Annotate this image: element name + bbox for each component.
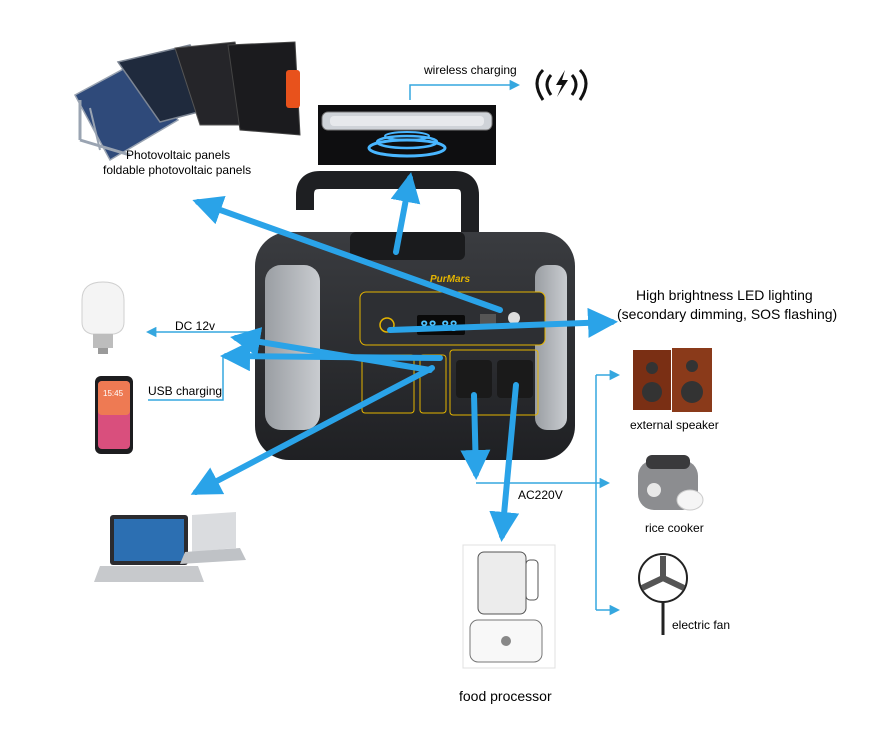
arrow-to-wireless bbox=[390, 172, 421, 255]
power-station-illustration bbox=[255, 171, 575, 460]
speaker-label: external speaker bbox=[630, 418, 719, 432]
rice-cooker-label: rice cooker bbox=[645, 521, 704, 535]
arrow-usb bbox=[220, 341, 443, 372]
food-processor-illustration bbox=[462, 544, 556, 669]
wireless-charging-illustration bbox=[318, 105, 496, 165]
dc-label: DC 12v bbox=[175, 319, 215, 333]
brand-logo: PurMars bbox=[430, 274, 470, 285]
arrow-to-solar bbox=[192, 195, 503, 313]
usb-label: USB charging bbox=[148, 384, 222, 398]
arrow-ac-left bbox=[460, 392, 491, 480]
led-label-line2: (secondary dimming, SOS flashing) bbox=[617, 306, 837, 322]
pv-label-line2: foldable photovoltaic panels bbox=[103, 163, 251, 177]
led-bulb-illustration bbox=[81, 281, 125, 354]
led-label-line1: High brightness LED lighting bbox=[636, 287, 813, 303]
smartphone-illustration bbox=[95, 376, 133, 454]
phone-time: 15:45 bbox=[103, 389, 124, 398]
flow-arrows bbox=[190, 172, 618, 542]
rice-cooker-illustration bbox=[638, 455, 704, 511]
ac-label: AC220V bbox=[518, 488, 563, 502]
fan-label: electric fan bbox=[672, 618, 730, 632]
wireless-label: wireless charging bbox=[423, 63, 517, 77]
laptops-illustration bbox=[94, 512, 246, 582]
arrow-to-led bbox=[387, 307, 618, 338]
solar-panel-illustration bbox=[73, 41, 301, 162]
speaker-illustration bbox=[633, 348, 712, 412]
wireless-signal-icon bbox=[535, 68, 588, 101]
arrow-to-laptops bbox=[190, 365, 435, 495]
electric-fan-illustration bbox=[638, 553, 688, 635]
arrow-to-food-processor bbox=[489, 382, 520, 542]
food-processor-label: food processor bbox=[459, 688, 552, 704]
pv-label-line1: Photovoltaic panels bbox=[126, 148, 230, 162]
